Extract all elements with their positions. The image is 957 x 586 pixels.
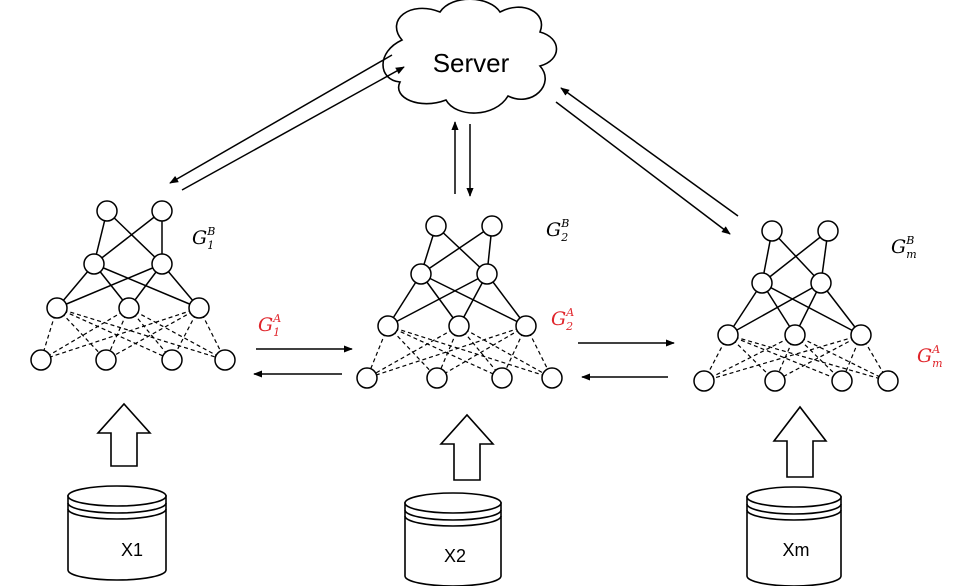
network-node (761, 220, 783, 242)
network-edge (820, 282, 862, 336)
peer-links (253, 339, 675, 381)
network-edge-dashed (458, 325, 553, 379)
arrow-server-to-client1 (169, 54, 393, 184)
network-edge (435, 225, 488, 275)
network-edge-dashed (387, 325, 553, 379)
network-edge-dashed (794, 334, 843, 382)
database-m (746, 486, 842, 586)
upload-arrows (96, 402, 828, 481)
server-cloud: Server (382, 0, 558, 114)
network-edge (771, 230, 822, 284)
network-node (95, 349, 117, 371)
network-edge-dashed (40, 307, 130, 361)
network-node (83, 253, 105, 275)
database-m-label: Xm (783, 540, 810, 560)
network-node (810, 272, 832, 294)
network-edge-dashed (105, 307, 200, 361)
network-edge-dashed (128, 307, 173, 361)
network-node (151, 200, 173, 222)
network-node (541, 367, 563, 389)
network-node (491, 367, 513, 389)
network-edge (761, 230, 829, 284)
network-node (30, 349, 52, 371)
network-node (476, 263, 498, 285)
network-node (46, 297, 68, 319)
network-edge (420, 225, 493, 275)
network-edge-dashed (366, 325, 460, 379)
network-edge-dashed (56, 307, 107, 361)
network-node (188, 297, 210, 319)
network-edge-dashed (436, 325, 527, 379)
network-node (151, 253, 173, 275)
network-node (96, 200, 118, 222)
neural-network-1 (30, 200, 236, 371)
network-edge (93, 210, 163, 265)
network-edge-dashed (703, 334, 862, 382)
network-edge-dashed (727, 334, 843, 382)
network-node (410, 263, 432, 285)
network-node (850, 324, 872, 346)
network-node (817, 220, 839, 242)
network-edge-dashed (56, 307, 226, 361)
network-edge-dashed (794, 334, 889, 382)
network-edge (93, 263, 200, 309)
network-edge-dashed (703, 334, 796, 382)
network-edge-dashed (774, 334, 862, 382)
network-edge (761, 282, 862, 336)
network-node (784, 324, 806, 346)
network-edge (56, 263, 163, 309)
network-edge (727, 282, 822, 336)
network-edge-dashed (56, 307, 173, 361)
network-node (448, 315, 470, 337)
hollow-up-arrow-2 (439, 413, 495, 481)
networks (30, 200, 899, 392)
network-node (161, 349, 183, 371)
neural-network-2 (356, 215, 563, 389)
neural-network-3 (693, 220, 899, 392)
network-edge (486, 273, 527, 327)
network-edge-dashed (387, 325, 438, 379)
hollow-up-arrow-1 (96, 402, 152, 467)
network-node (377, 315, 399, 337)
network-node (877, 370, 899, 392)
arrow-clientm-to-server (560, 87, 739, 217)
network-node (693, 370, 715, 392)
network-edge (387, 273, 488, 327)
network-node (831, 370, 853, 392)
network-node (764, 370, 786, 392)
database-1 (67, 485, 167, 581)
hollow-up-arrow-m (772, 405, 828, 478)
network-node (214, 349, 236, 371)
network-node (515, 315, 537, 337)
arrow-client1-to-server (181, 66, 405, 191)
server-links (169, 54, 739, 235)
database-2 (404, 492, 502, 586)
network-node (425, 215, 447, 237)
network-node (751, 272, 773, 294)
arrow-server-to-clientm (555, 101, 731, 235)
network-edge-dashed (458, 325, 503, 379)
network-edge (106, 210, 163, 265)
network-edge-dashed (727, 334, 776, 382)
network-node (356, 367, 378, 389)
network-node (426, 367, 448, 389)
network-node (717, 324, 739, 346)
network-node (118, 297, 140, 319)
network-node (481, 215, 503, 237)
database-1-label: X1 (121, 540, 143, 560)
database-2-label: X2 (444, 546, 466, 566)
server-label: Server (433, 48, 510, 78)
